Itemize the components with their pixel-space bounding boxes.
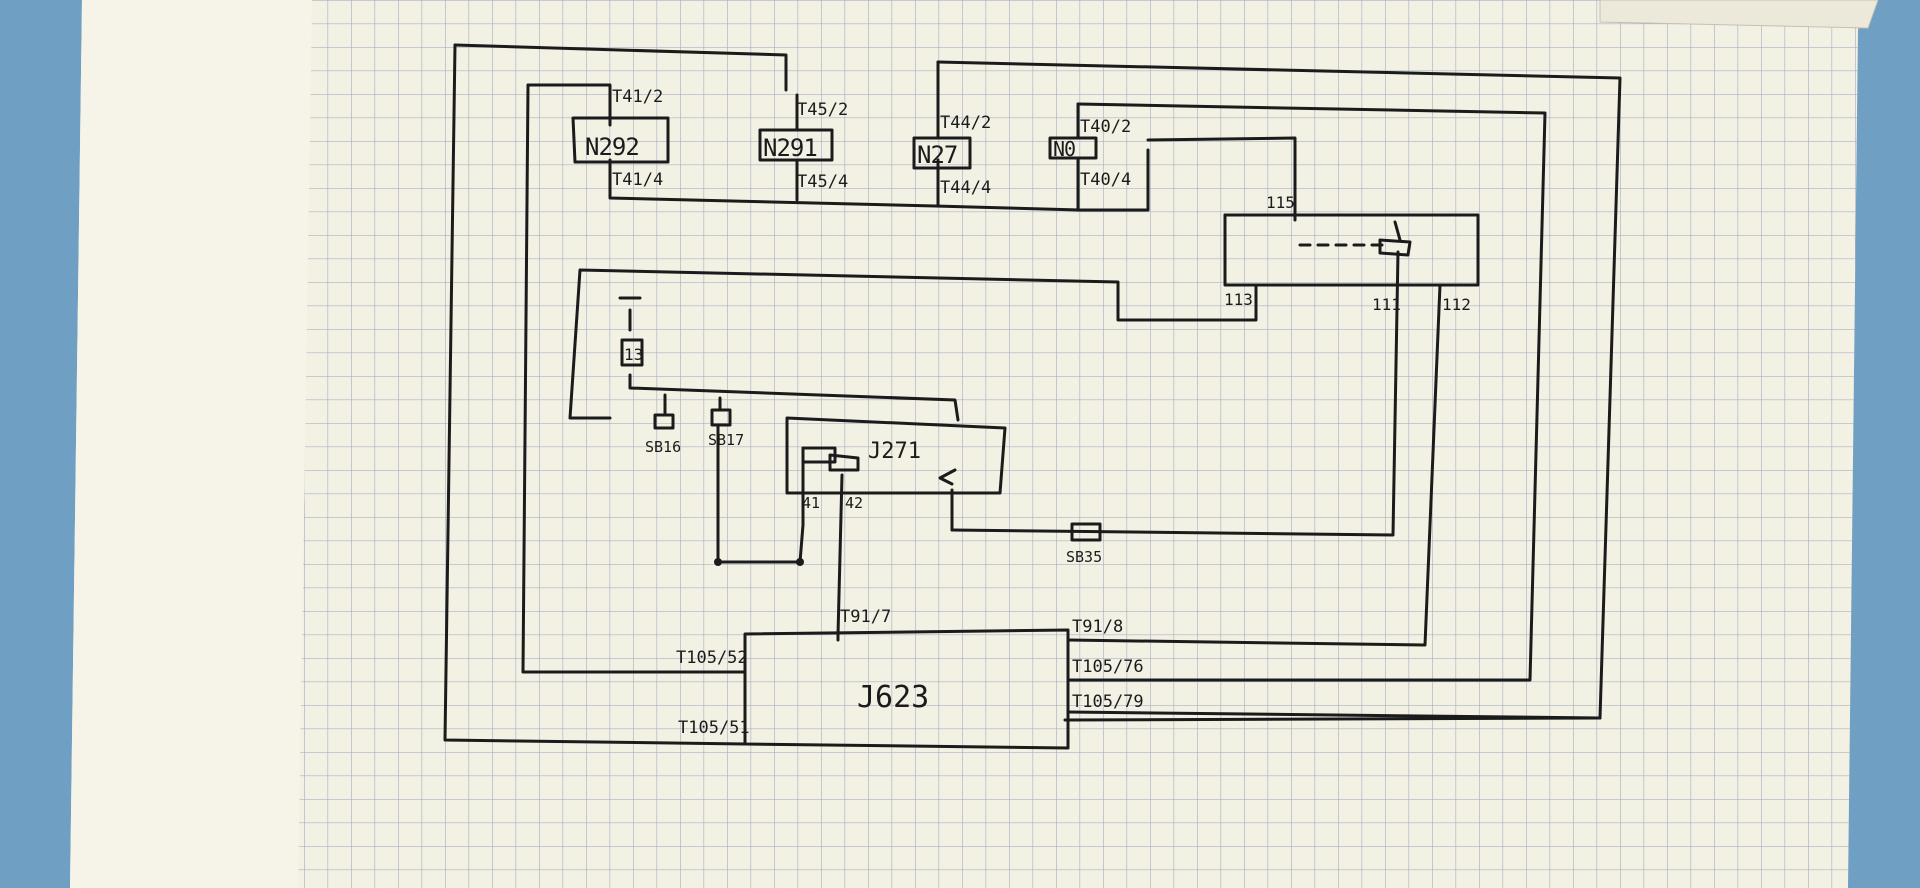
pin-t105-76: T105/76 <box>1072 657 1144 677</box>
pin-t41-2: T41/2 <box>612 87 663 107</box>
battery-label: 13 <box>624 345 643 364</box>
pin-112: 112 <box>1442 295 1471 314</box>
pin-t105-52: T105/52 <box>676 648 748 668</box>
junction-dots <box>714 558 804 566</box>
notebook-margin <box>70 0 312 888</box>
pin-labels: T41/2 T41/4 T45/2 T45/4 T44/2 T44/4 T40/… <box>612 87 1471 738</box>
pin-t45-2: T45/2 <box>797 100 848 120</box>
pin-113: 113 <box>1224 290 1253 309</box>
fuse-sb17: SB17 <box>708 431 744 449</box>
pin-t91-7: T91/7 <box>840 607 891 627</box>
pin-t105-79: T105/79 <box>1072 692 1144 712</box>
component-labels: N292 N291 N27 N0 13 J271 J623 <box>585 133 1076 715</box>
pin-42: 42 <box>845 494 863 512</box>
pin-41: 41 <box>802 494 820 512</box>
pin-t44-4: T44/4 <box>940 178 991 198</box>
j623-label: J623 <box>857 680 929 715</box>
n27-label: N27 <box>917 141 957 169</box>
pin-t40-2: T40/2 <box>1080 117 1131 137</box>
pin-111: 111 <box>1372 295 1401 314</box>
n0-label: N0 <box>1053 137 1075 161</box>
fuse-sb16: SB16 <box>645 438 681 456</box>
pin-t45-4: T45/4 <box>797 172 848 192</box>
pin-115: 115 <box>1266 193 1295 212</box>
page-edge <box>1599 0 1879 29</box>
pin-t105-51: T105/51 <box>678 718 750 738</box>
j271-label: J271 <box>868 439 921 464</box>
pin-t41-4: T41/4 <box>612 170 663 190</box>
pin-t91-8: T91/8 <box>1072 617 1123 637</box>
pin-t40-4: T40/4 <box>1080 170 1131 190</box>
grid-paper <box>298 0 1865 888</box>
n292-label: N292 <box>585 133 639 161</box>
pin-t44-2: T44/2 <box>940 113 991 133</box>
circuit-wires <box>443 43 1622 750</box>
n291-label: N291 <box>763 134 817 162</box>
fuse-sb35: SB35 <box>1066 548 1102 566</box>
